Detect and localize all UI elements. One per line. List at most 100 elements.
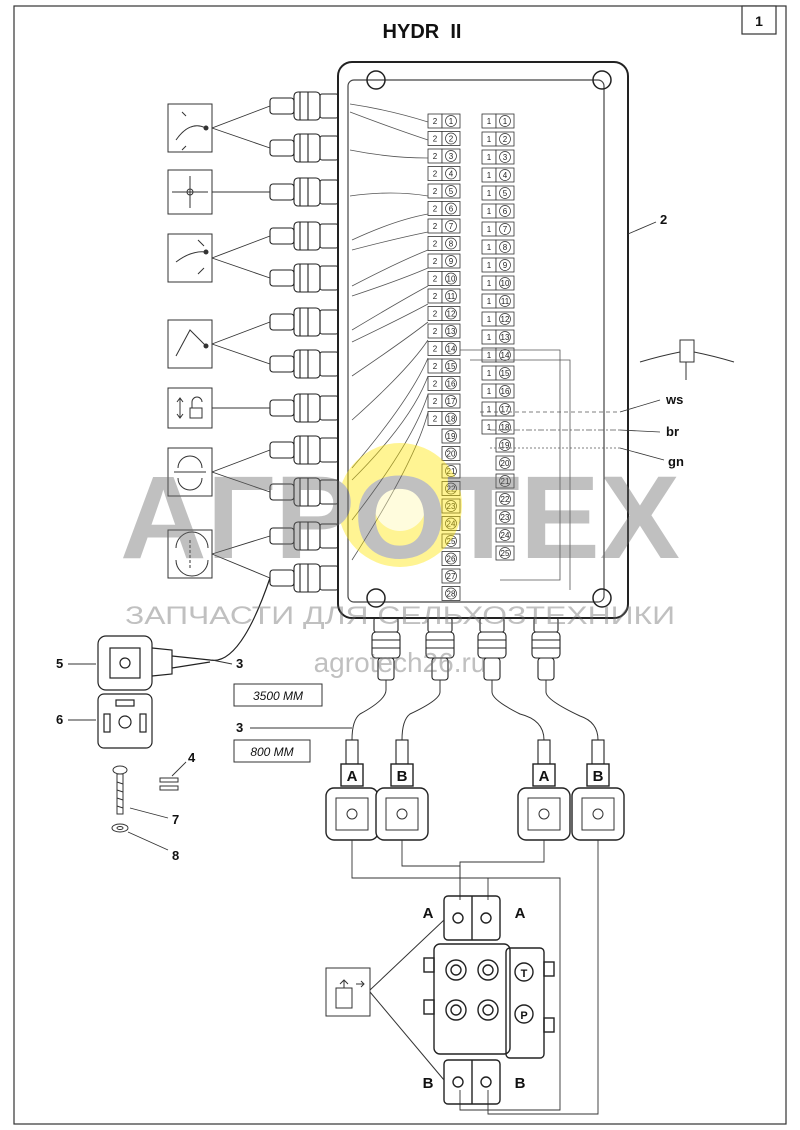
callout-8: 8 [172,848,179,863]
terminal-right-number: 25 [501,549,510,558]
valve-function-icon [325,919,445,1081]
valve-label-b-left: B [423,1075,434,1092]
terminal-left-11: 2 11 [427,288,461,304]
terminal-left-27: 27 [441,568,461,584]
terminal-left-number: 11 [447,292,456,301]
valve-plug-b: B [571,739,625,841]
watermark-tagline: ЗАПЧАСТИ ДЛЯ СЕЛЬХОЗТЕХНИКИ [125,602,675,630]
terminal-left-prefix: 2 [433,362,438,371]
pivot-arm-icon [167,103,213,153]
terminal-right-number: 19 [501,441,510,450]
terminal-left-number: 27 [447,572,456,581]
terminal-right-25: 25 [495,545,515,561]
terminal-left-number: 9 [449,257,454,266]
terminal-right-number: 11 [501,297,510,306]
terminal-right-prefix: 1 [487,153,492,162]
terminal-right-prefix: 1 [487,189,492,198]
callout-leader-3a [211,659,233,665]
terminal-left-prefix: 2 [433,292,438,301]
terminal-left-number: 12 [447,310,456,319]
terminal-left-19: 19 [441,428,461,444]
terminal-left-number: 28 [447,590,456,599]
plug-cables [351,680,599,741]
terminal-right-prefix: 1 [487,117,492,126]
terminal-left-prefix: 2 [433,310,438,319]
terminal-right-number: 20 [501,459,510,468]
terminal-right-number: 15 [501,369,510,378]
terminal-left-number: 7 [449,222,454,231]
rotate-icon [167,447,213,497]
washer-part-8 [111,823,129,833]
terminal-left-28: 28 [441,586,461,601]
terminal-left-prefix: 2 [433,135,438,144]
connector-plug-part-5 [97,577,271,691]
terminal-left-number: 2 [449,135,454,144]
terminal-right-number: 21 [501,477,510,486]
sensor-device [639,339,735,380]
callout-leader-8 [127,831,169,851]
terminal-right-prefix: 1 [487,171,492,180]
terminal-right-prefix: 1 [487,333,492,342]
terminal-left-prefix: 2 [433,187,438,196]
terminal-left-25: 25 [441,533,461,549]
terminal-right-number: 18 [501,423,510,432]
terminal-left-number: 17 [447,397,456,406]
page-frame [13,5,787,1125]
terminal-left-24: 24 [441,516,461,531]
cross-arrows-icon [167,169,213,215]
terminal-left-number: 22 [447,485,456,494]
terminal-right-20: 20 [495,455,515,471]
terminal-right-number: 6 [503,207,508,216]
wire-color-labels: ws br gn [619,392,684,469]
cable-gland [269,435,339,465]
diagram-title: HYDR II [383,21,462,43]
fold-arm-icon [167,233,213,283]
terminal-left-number: 3 [449,152,454,161]
screw-part-7 [112,765,128,815]
valve-plug-a: A [517,739,571,841]
cable-gland-bottom [477,617,507,681]
terminal-left-number: 10 [447,275,456,284]
callout-leader-2 [627,221,657,235]
terminal-left-number: 13 [447,327,456,336]
terminal-right-prefix: 1 [487,351,492,360]
terminal-right-prefix: 1 [487,423,492,432]
terminal-right-number: 4 [503,171,508,180]
valve-plug-b: B [375,739,429,841]
terminal-left-number: 20 [447,450,456,459]
terminal-right-number: 23 [501,513,510,522]
terminal-left-number: 21 [447,467,456,476]
valve-port-p: P [520,1010,527,1022]
terminal-right-24: 24 [495,527,515,543]
terminal-left-number: 8 [449,240,454,249]
terminal-right-prefix: 1 [487,261,492,270]
terminal-left-prefix: 2 [433,257,438,266]
terminal-left-prefix: 2 [433,170,438,179]
terminal-right-number: 14 [501,351,510,360]
terminal-left-number: 23 [447,502,456,511]
cable-length-long: 3500 MM [253,689,303,703]
terminal-left-number: 18 [447,415,456,424]
callout-leader-7 [129,807,169,819]
terminal-left-number: 19 [447,432,456,441]
cable-gland [269,349,339,379]
terminal-right-number: 9 [503,261,508,270]
length-box-long [233,683,323,707]
connector-socket-part-6 [97,693,153,749]
